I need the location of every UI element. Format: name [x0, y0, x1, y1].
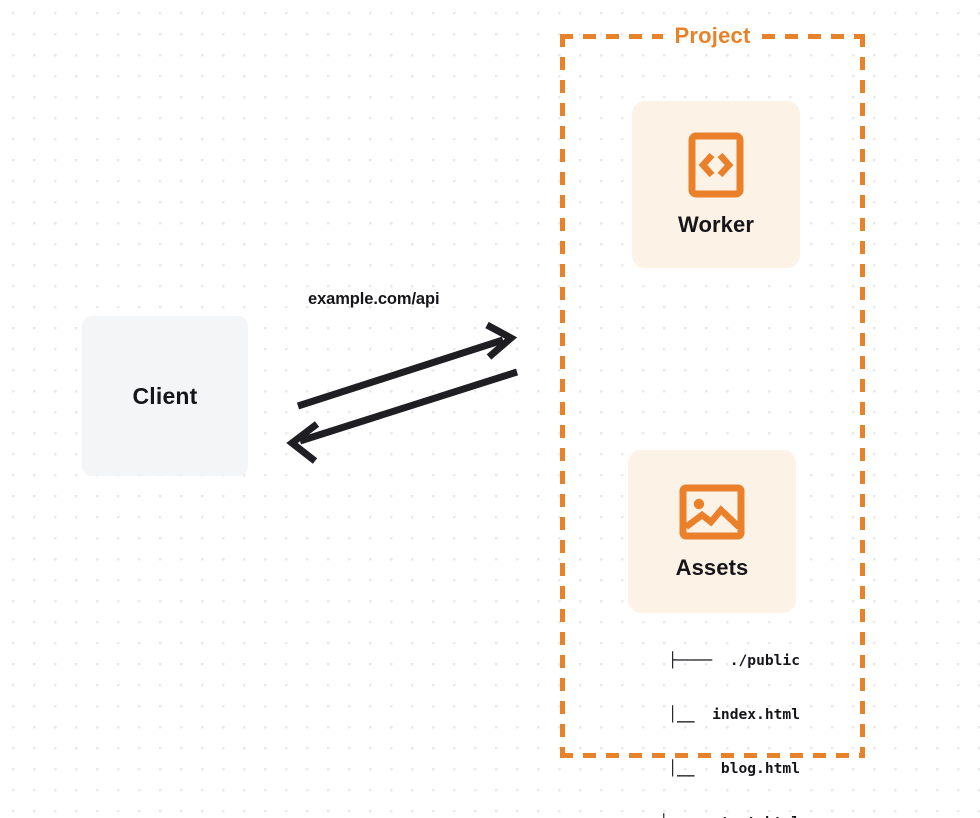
client-node[interactable]: Client — [82, 316, 248, 476]
worker-node[interactable]: Worker — [632, 101, 800, 268]
project-border-left — [560, 34, 565, 758]
response-arrow — [286, 368, 519, 464]
connector-label: example.com/api — [308, 290, 440, 308]
file-tree-row: │__ index.html — [650, 706, 800, 723]
assets-node[interactable]: Assets — [628, 450, 796, 613]
project-border-right — [860, 34, 865, 758]
file-tree-row: ├──── ./public — [668, 652, 800, 669]
code-brackets-icon — [688, 132, 744, 198]
worker-label: Worker — [678, 211, 754, 237]
project-border-top-left — [560, 34, 663, 39]
assets-label: Assets — [675, 554, 749, 580]
project-container: Project Worker Assets — [560, 23, 865, 818]
file-tree-row: │__ blog.html — [650, 760, 800, 777]
project-border-top-right — [762, 34, 865, 39]
project-title: Project — [668, 23, 757, 49]
request-arrow — [296, 321, 518, 410]
assets-file-tree: ├──── ./public │__ index.html │__ blog.h… — [590, 616, 800, 818]
client-label: Client — [132, 382, 198, 409]
picture-icon — [679, 483, 745, 541]
file-tree-row: │__ contact.html — [590, 814, 800, 818]
project-border-bottom — [560, 753, 865, 758]
